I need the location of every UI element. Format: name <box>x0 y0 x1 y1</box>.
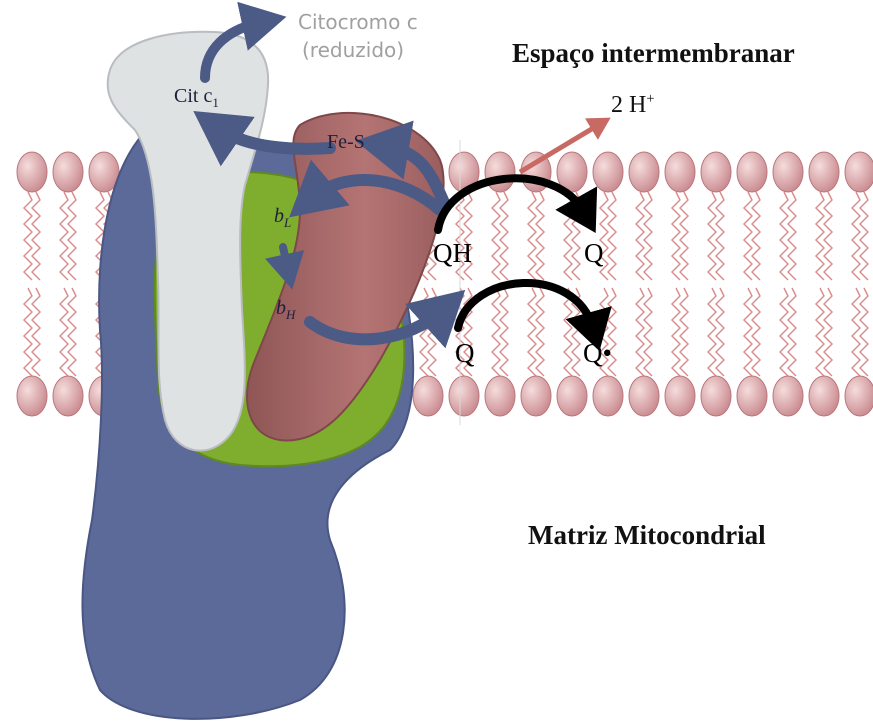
arrow-bl-to-bh <box>283 247 288 270</box>
lipid-tail <box>788 288 796 376</box>
lipid-head <box>737 376 767 416</box>
lipid-tail <box>420 288 428 376</box>
intermembrane-space-label: Espaço intermembranar <box>512 40 795 67</box>
lipid-tail <box>744 192 752 280</box>
mitochondrial-matrix-label: Matriz Mitocondrial <box>528 522 766 549</box>
lipid-tail <box>500 288 508 376</box>
lipid-tail <box>816 192 824 280</box>
lipid-tail <box>564 192 572 280</box>
lipid-tail <box>528 192 536 280</box>
lipid-tail <box>708 192 716 280</box>
lipid-tail <box>780 288 788 376</box>
iron-sulfur-label: Fe-S <box>327 132 365 152</box>
lipid-head <box>53 376 83 416</box>
lipid-tail <box>780 192 788 280</box>
lipid-tail <box>528 288 536 376</box>
lipid-tail <box>60 288 68 376</box>
lipid-head <box>521 376 551 416</box>
lipid-tail <box>716 192 724 280</box>
lipid-tail <box>536 192 544 280</box>
lipid-tail <box>24 192 32 280</box>
q-lower-label: Q <box>455 340 475 367</box>
lipid-tail <box>492 288 500 376</box>
complex-iii <box>82 32 443 719</box>
lipid-head <box>701 376 731 416</box>
lipid-head <box>809 376 839 416</box>
lipid-tail <box>852 288 860 376</box>
cytochrome-c-state-label: (reduzido) <box>302 40 404 60</box>
lipid-tail <box>636 288 644 376</box>
lipid-head <box>593 152 623 192</box>
q-radical-label: Q• <box>583 340 612 367</box>
lipid-head <box>773 152 803 192</box>
lipid-head <box>413 376 443 416</box>
cytochrome-c-label: Citocromo c <box>298 12 418 32</box>
lipid-tail <box>744 288 752 376</box>
lipid-tail <box>492 192 500 280</box>
lipid-tail <box>644 192 652 280</box>
lipid-head <box>557 376 587 416</box>
q-upper-label: Q <box>584 240 604 267</box>
lipid-tail <box>752 288 760 376</box>
lipid-head <box>629 152 659 192</box>
lipid-tail <box>672 192 680 280</box>
lipid-head <box>485 376 515 416</box>
lipid-tail <box>608 192 616 280</box>
heme-bh-label: bH <box>276 298 295 321</box>
lipid-tail <box>824 288 832 376</box>
lipid-tail <box>672 288 680 376</box>
cytochrome-c1-label: Cit c1 <box>174 86 219 109</box>
lipid-tail <box>644 288 652 376</box>
lipid-tail <box>68 192 76 280</box>
lipid-head <box>701 152 731 192</box>
lipid-head <box>665 152 695 192</box>
lipid-head <box>845 152 873 192</box>
lipid-tail <box>680 288 688 376</box>
lipid-tail <box>636 192 644 280</box>
qh-label: QH <box>433 240 472 267</box>
lipid-tail <box>536 288 544 376</box>
lipid-head <box>593 376 623 416</box>
lipid-tail <box>32 288 40 376</box>
protons-label: 2 H+ <box>611 92 654 117</box>
lipid-head <box>449 376 479 416</box>
lipid-tail <box>24 288 32 376</box>
lipid-tail <box>824 192 832 280</box>
lipid-tail <box>852 192 860 280</box>
lipid-head <box>53 152 83 192</box>
lipid-head <box>809 152 839 192</box>
lipid-head <box>737 152 767 192</box>
lipid-head <box>773 376 803 416</box>
lipid-tail <box>860 288 868 376</box>
lipid-tail <box>68 288 76 376</box>
lipid-tail <box>816 288 824 376</box>
lipid-tail <box>708 288 716 376</box>
lipid-head <box>485 152 515 192</box>
lipid-tail <box>428 288 436 376</box>
lipid-tail <box>500 192 508 280</box>
lipid-tail <box>788 192 796 280</box>
lipid-tail <box>716 288 724 376</box>
heme-bl-label: bL <box>274 206 291 229</box>
lipid-tail <box>752 192 760 280</box>
lipid-head <box>845 376 873 416</box>
lipid-tail <box>60 192 68 280</box>
lipid-tail <box>680 192 688 280</box>
lipid-head <box>17 376 47 416</box>
lipid-head <box>665 376 695 416</box>
lipid-head <box>629 376 659 416</box>
lipid-head <box>17 152 47 192</box>
lipid-tail <box>32 192 40 280</box>
lipid-tail <box>860 192 868 280</box>
